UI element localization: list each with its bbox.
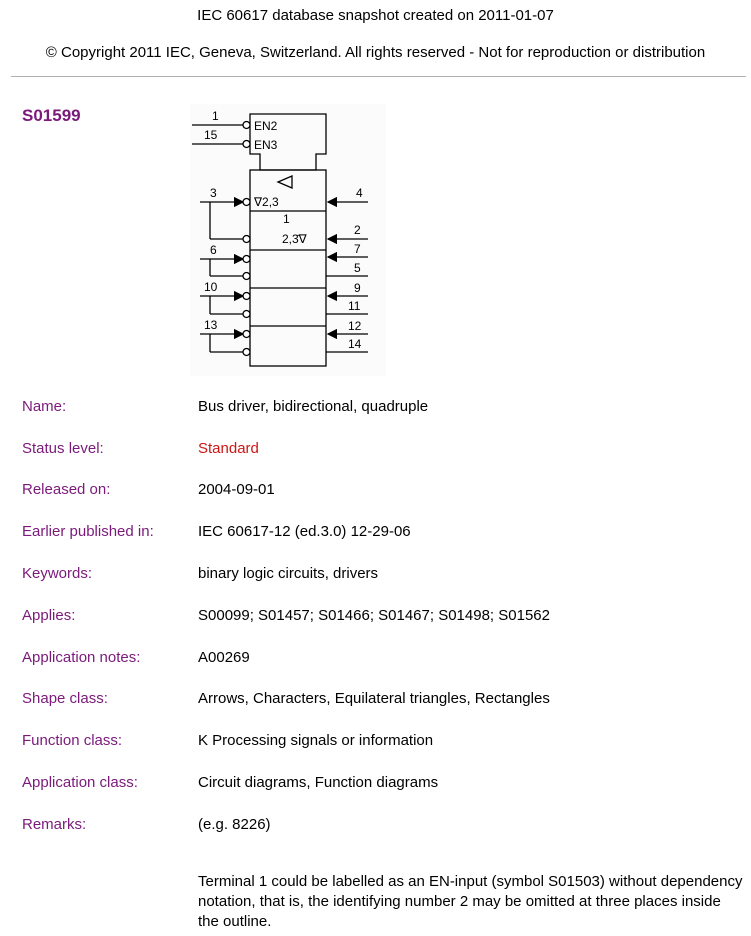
pin-15: 15: [204, 128, 218, 142]
pin-4: 4: [356, 186, 363, 200]
pin-7: 7: [354, 242, 361, 256]
field-status-level: Status level: Standard: [0, 440, 751, 462]
field-value: A00269: [198, 649, 250, 666]
main-outline: [249, 169, 327, 367]
left-terminals: [200, 196, 251, 357]
field-keywords: Keywords: binary logic circuits, drivers: [0, 565, 751, 587]
field-value: 2004-09-01: [198, 481, 275, 498]
symbol-id: S01599: [22, 106, 81, 125]
negation-circle: [242, 120, 251, 130]
field-application-notes: Application notes: A00269: [0, 649, 751, 671]
field-label: Application notes:: [22, 649, 141, 666]
pin-14: 14: [348, 337, 362, 351]
field-label: Function class:: [22, 732, 123, 749]
field-value: Bus driver, bidirectional, quadruple: [198, 398, 429, 415]
field-function-class: Function class: K Processing signals or …: [0, 732, 751, 754]
field-released-on: Released on: 2004-09-01: [0, 481, 751, 503]
field-remarks: Remarks: (e.g. 8226): [0, 816, 751, 838]
field-label: Released on:: [22, 481, 111, 498]
pin-5: 5: [354, 261, 361, 275]
copyright-notice: © Copyright 2011 IEC, Geneva, Switzerlan…: [45, 44, 706, 61]
pin-13: 13: [204, 318, 218, 332]
symbol-diagram: EN2 EN3 ∇2,3 1 2,3̄∇ 1 15 3 4 2 7 6 5 9 …: [190, 104, 386, 376]
field-value: K Processing signals or information: [198, 732, 434, 749]
field-applies: Applies: S00099; S01457; S01466; S01467;…: [0, 607, 751, 629]
field-value: Circuit diagrams, Function diagrams: [198, 774, 439, 791]
negation-circle: [242, 139, 251, 149]
field-value: Arrows, Characters, Equilateral triangle…: [198, 690, 550, 707]
header-divider: [11, 76, 746, 77]
field-label: Status level:: [22, 440, 104, 457]
pin-9: 9: [354, 281, 361, 295]
field-label: Name:: [22, 398, 67, 415]
field-value: binary logic circuits, drivers: [198, 565, 379, 582]
field-label: Keywords:: [22, 565, 93, 582]
pin-10: 10: [204, 280, 218, 294]
triangle-symbol: [276, 175, 293, 189]
field-label: Remarks:: [22, 816, 87, 833]
field-value: S00099; S01457; S01466; S01467; S01498; …: [198, 607, 550, 624]
pin-12: 12: [348, 319, 362, 333]
field-label: Application class:: [22, 774, 138, 791]
field-value: IEC 60617-12 (ed.3.0) 12-29-06: [198, 523, 411, 540]
field-value: (e.g. 8226): [198, 816, 271, 833]
field-shape-class: Shape class: Arrows, Characters, Equilat…: [0, 690, 751, 712]
pin-11: 11: [348, 299, 361, 313]
field-earlier-published: Earlier published in: IEC 60617-12 (ed.3…: [0, 523, 751, 545]
pin-6: 6: [210, 243, 217, 257]
label-dependency-2: 2,3̄∇: [282, 232, 308, 246]
label-one: 1: [283, 212, 290, 226]
pin-2: 2: [354, 223, 361, 237]
snapshot-header: IEC 60617 database snapshot created on 2…: [197, 7, 554, 24]
right-terminals: [326, 196, 368, 353]
label-dependency: ∇2,3: [253, 195, 279, 209]
field-name: Name: Bus driver, bidirectional, quadrup…: [0, 398, 751, 420]
label-en3: EN3: [254, 138, 278, 152]
field-label: Shape class:: [22, 690, 108, 707]
pin-1: 1: [212, 109, 219, 123]
pin-3: 3: [210, 186, 217, 200]
field-label: Earlier published in:: [22, 523, 154, 540]
label-en2: EN2: [254, 119, 278, 133]
field-label: Applies:: [22, 607, 76, 624]
field-application-class: Application class: Circuit diagrams, Fun…: [0, 774, 751, 796]
status-value: Standard: [198, 440, 259, 457]
remarks-note: Terminal 1 could be labelled as an EN-in…: [198, 873, 743, 930]
